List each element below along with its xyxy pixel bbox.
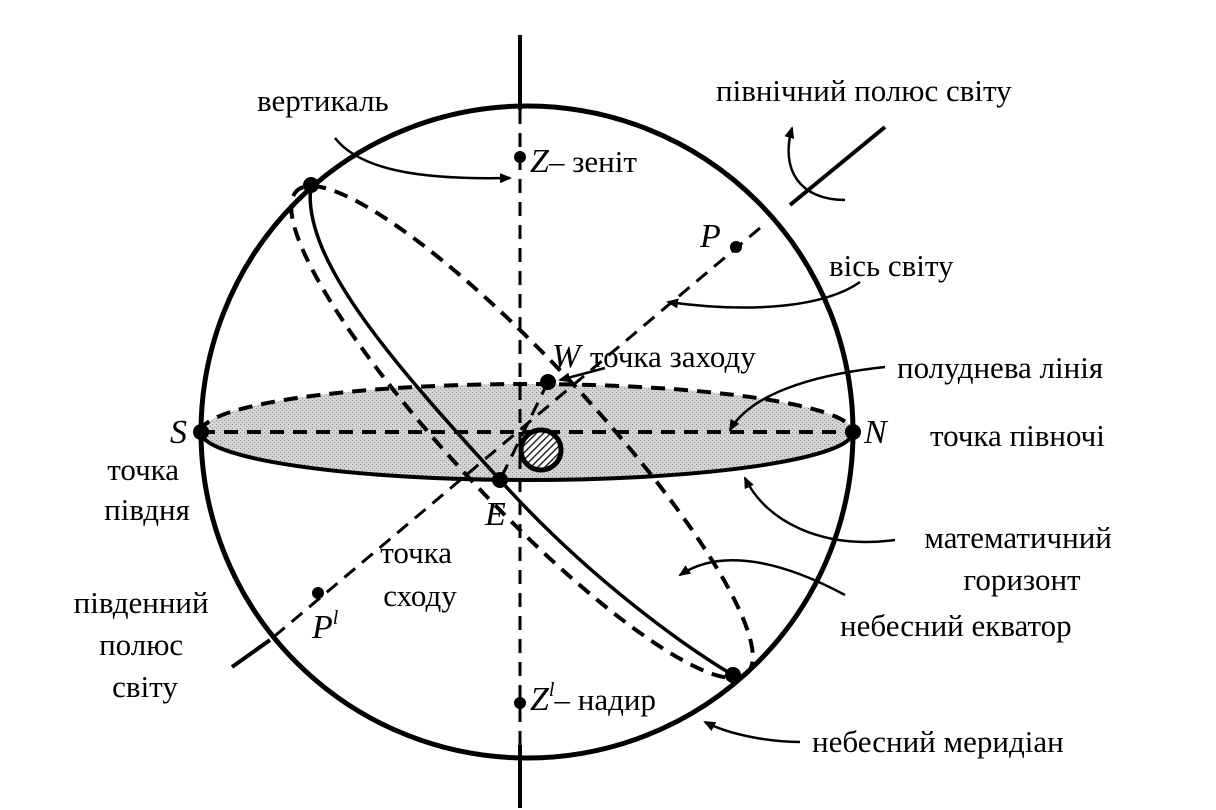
north-pole-label: P <box>699 218 721 255</box>
south-celestial-pole-text: південний полюс світу <box>74 585 217 704</box>
south-letter: S <box>170 414 187 451</box>
south-dot <box>193 424 209 440</box>
east-label: E <box>484 496 506 533</box>
south-point-text: точка півдня <box>104 452 190 527</box>
celestial-meridian-text: небесний меридіан <box>812 724 1064 759</box>
west-east-line <box>498 381 550 481</box>
meridian-leader-arrow <box>703 720 801 744</box>
nadir-dot <box>514 697 526 709</box>
west-point-leader-arrow <box>558 366 606 383</box>
north-dot <box>845 424 861 440</box>
noon-line-text: полуднева лінія <box>897 350 1103 385</box>
earth-observer <box>518 427 564 473</box>
north-point-text: точка півночі <box>930 418 1105 453</box>
south-pole-dot <box>312 587 324 599</box>
nadir-label: Zl– надир <box>530 679 656 718</box>
world-axis-north-outside <box>788 125 887 207</box>
vertical-top-dot <box>303 177 319 193</box>
east-point-text: точка сходу <box>380 535 460 613</box>
noon-line-leader-arrow <box>728 365 886 432</box>
north-pole-leader-arrow <box>784 126 846 202</box>
zenith-label: Z– зеніт <box>530 143 637 180</box>
world-axis-leader-arrow <box>666 280 861 309</box>
west-point-text: точка заходу <box>590 339 756 374</box>
north-celestial-pole-text: північний полюс світу <box>716 73 1012 108</box>
north-letter: N <box>863 414 889 451</box>
horizon-front-edge <box>199 431 855 482</box>
north-pole-dot <box>730 241 742 253</box>
celestial-equator-text: небесний екватор <box>840 608 1072 643</box>
west-dot <box>540 374 556 390</box>
math-horizon-text: математичний горизонт <box>924 520 1119 597</box>
vertical-leader-arrow <box>334 137 512 184</box>
vertical-bottom-dot <box>725 667 741 683</box>
zenith-dot <box>514 151 526 163</box>
vertical-text: вертикаль <box>257 83 389 118</box>
world-axis-text: вісь світу <box>829 248 954 283</box>
horizon-leader-arrow <box>743 476 896 544</box>
south-pole-label: Pl <box>311 607 339 646</box>
world-axis-dashed <box>269 226 761 642</box>
west-label: W <box>552 338 583 375</box>
world-axis-south-outside <box>230 638 272 669</box>
equator-leader-arrow <box>678 559 846 597</box>
horizon-back-edge <box>199 382 855 433</box>
east-dot <box>492 472 508 488</box>
